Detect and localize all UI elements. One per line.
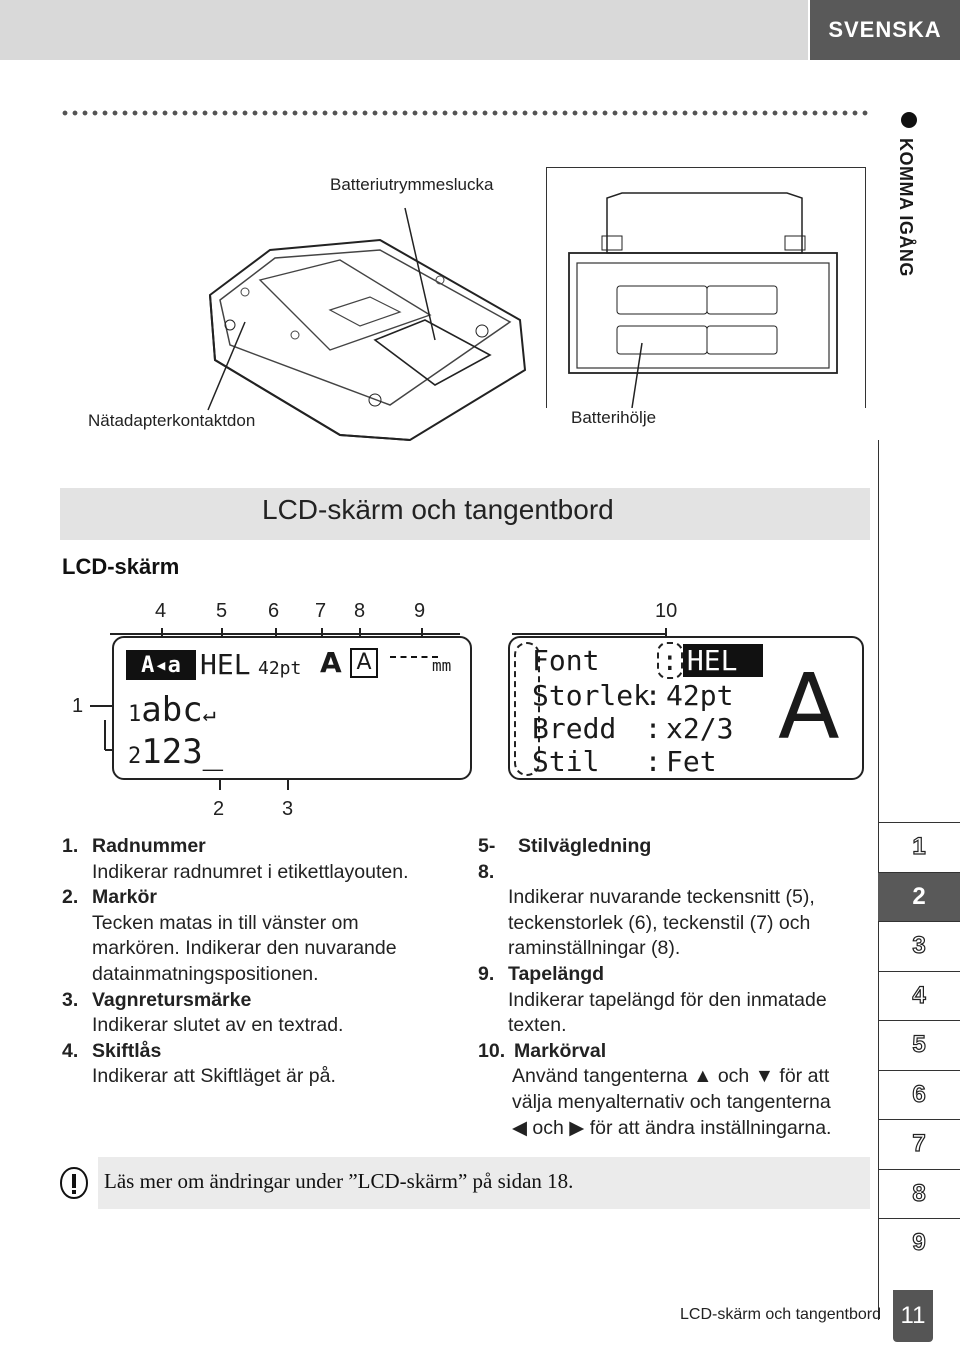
chapter-index: 1 2 3 4 5 6 7 8 9 [878, 822, 960, 1268]
tape-length-bar [390, 656, 438, 666]
bullet-icon [901, 112, 917, 128]
return-mark-icon: ↵ [202, 702, 216, 727]
warning-icon [60, 1167, 88, 1199]
menu-row-style: Stil:Fet [532, 745, 717, 778]
chapter-tab-9[interactable]: 9 [878, 1218, 960, 1268]
side-section-label: KOMMA IGÅNG [896, 138, 916, 277]
font-indicator: HEL [200, 648, 251, 681]
legend-item-4: 4.Skiftlås [62, 1039, 162, 1062]
legend-left: 1.Radnummer Indikerar radnumret i etiket… [62, 834, 462, 1090]
selection-marker-icon: : [656, 642, 683, 679]
callout-2: 2 [213, 798, 225, 820]
callout-3: 3 [282, 798, 294, 820]
chapter-tab-7[interactable]: 7 [878, 1119, 960, 1169]
chapter-tab-1[interactable]: 1 [878, 822, 960, 872]
subheading-lcd: LCD-skärm [62, 554, 180, 579]
side-section-title: KOMMA IGÅNG [895, 112, 925, 302]
menu-row-font: Font :HEL [532, 642, 764, 679]
legend-right: 5-8.Stilvägledning Indikerar nuvarande t… [478, 834, 874, 1141]
chapter-tab-4[interactable]: 4 [878, 970, 960, 1021]
labelmaker-illustration [207, 207, 527, 442]
callout-9: 9 [414, 600, 426, 622]
legend-item-5-8: 5-8.Stilvägledning [478, 835, 652, 883]
shift-lock-indicator: A◂a [126, 650, 196, 680]
legend-item-1: 1.Radnummer [62, 835, 206, 857]
line-1-text: abc [141, 690, 203, 730]
legend-item-9: 9.Tapelängd [478, 962, 605, 985]
battery-holder-illustration [568, 192, 838, 409]
chapter-tab-3[interactable]: 3 [878, 921, 960, 971]
callout-10: 10 [655, 600, 678, 622]
menu-value-width: x2/3 [666, 712, 734, 745]
chapter-tab-8[interactable]: 8 [878, 1168, 960, 1219]
footer-title: LCD-skärm och tangentbord [680, 1306, 881, 1323]
callout-1: 1 [72, 695, 84, 717]
menu-value-size: 42pt [666, 679, 734, 712]
line-2-text: 123 [141, 732, 203, 772]
tape-unit: mm [432, 656, 452, 675]
caption-adapter: Nätadapterkontaktdon [88, 411, 256, 430]
callout-8: 8 [354, 600, 366, 622]
chapter-tab-2[interactable]: 2 [878, 871, 960, 921]
lcd-line-2: 2123_ [128, 732, 223, 772]
line-number-2: 2 [128, 744, 142, 769]
menu-row-width: Bredd:x2/3 [532, 712, 734, 745]
caption-battery-cover: Batteriutrymmeslucka [330, 175, 494, 194]
menu-row-size: Storlek:42pt [532, 679, 734, 712]
dotted-divider [60, 108, 868, 118]
callout-4: 4 [155, 600, 167, 622]
chapter-tab-6[interactable]: 6 [878, 1069, 960, 1120]
preview-glyph: A [778, 655, 840, 760]
line-number-1: 1 [128, 702, 142, 727]
section-heading-bar [60, 488, 870, 540]
legend-item-3: 3.Vagnretursmärke [62, 988, 252, 1011]
callout-7: 7 [315, 600, 327, 622]
language-tab: SVENSKA [810, 0, 960, 60]
battery-compartment-figure [546, 167, 866, 444]
header-bar [0, 0, 808, 60]
page-number: 11 [893, 1290, 933, 1342]
frame-indicator-icon: A [350, 648, 378, 678]
legend-item-10: 10.Markörval [478, 1039, 607, 1062]
note-text: Läs mer om ändringar under ”LCD-skärm” p… [104, 1169, 574, 1193]
menu-key-highlight [514, 642, 540, 776]
down-arrow-icon: ▼ [754, 1065, 774, 1088]
lcd-screen-main: A◂a HEL 42pt A A mm 1abc↵ 2123_ [112, 636, 472, 780]
menu-list: Font :HEL Storlek:42pt Bredd:x2/3 Stil:F… [532, 642, 764, 778]
size-indicator: 42pt [258, 658, 302, 679]
right-arrow-icon: ▶ [569, 1116, 585, 1139]
style-indicator-icon: A [320, 646, 342, 679]
legend-item-2: 2.Markör [62, 886, 158, 909]
caption-battery-holder: Batterihölje [571, 408, 657, 427]
up-arrow-icon: ▲ [693, 1065, 713, 1088]
note-box [98, 1157, 870, 1209]
menu-value-font: HEL [682, 644, 764, 677]
callout-5: 5 [216, 600, 228, 622]
chapter-tab-5[interactable]: 5 [878, 1020, 960, 1070]
left-arrow-icon: ◀ [512, 1116, 527, 1139]
callout-6: 6 [268, 600, 280, 622]
lcd-line-1: 1abc↵ [128, 690, 216, 730]
battery-holder-caption-band [546, 408, 866, 444]
lcd-screen-menu: Font :HEL Storlek:42pt Bredd:x2/3 Stil:F… [508, 636, 864, 780]
menu-value-style: Fet [666, 745, 717, 778]
cursor-icon: _ [202, 732, 224, 772]
section-title: LCD-skärm och tangentbord [262, 494, 614, 525]
